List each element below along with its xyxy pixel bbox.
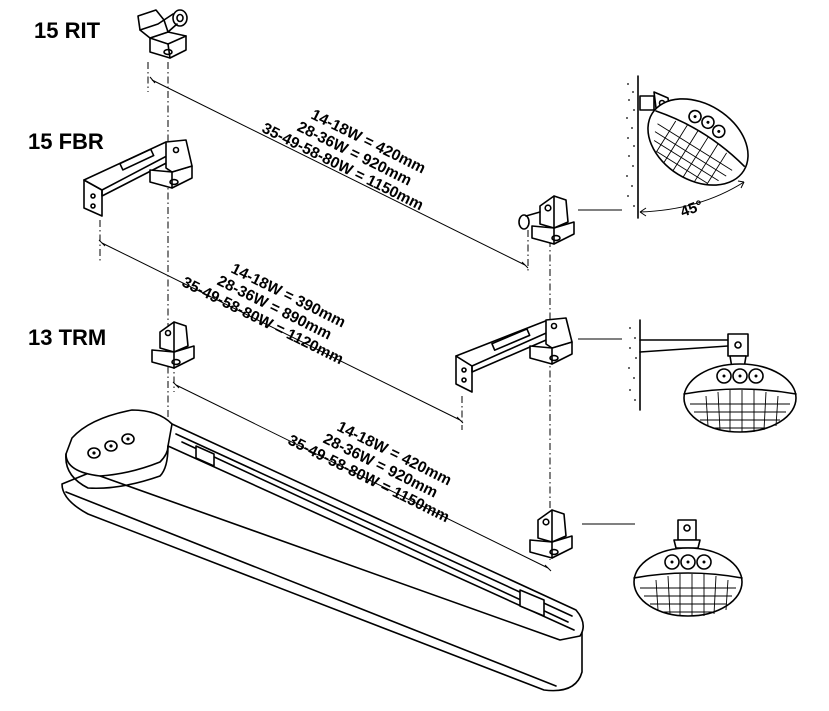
angle-label: 45° [678, 197, 705, 221]
wall-arm-bracket-right-icon [455, 317, 573, 393]
ceiling-bracket-right-icon [529, 509, 573, 559]
model-label-rit: 15 RIT [34, 18, 101, 43]
leader-lines [578, 209, 635, 525]
swivel-bracket-right-icon [518, 195, 575, 245]
dimension-lines [98, 76, 552, 572]
wall-hatch-middle-icon [626, 319, 641, 411]
dimension-text-middle: 14-18W = 390mm 28-36W = 890mm 35-49-58-8… [179, 260, 348, 368]
linear-luminaire-icon [61, 409, 584, 692]
wall-hatch-icon [624, 75, 639, 219]
dimension-text-top: 14-18W = 420mm 28-36W = 920mm 35-49-58-8… [259, 106, 428, 214]
model-label-trm: 13 TRM [28, 325, 106, 350]
swivel-bracket-icon [137, 9, 188, 59]
luminaire-end-view-arm-icon [639, 333, 797, 433]
luminaire-end-view-ceiling-icon [633, 519, 743, 617]
wall-arm-bracket-icon [83, 139, 193, 217]
luminaire-end-view-icon: 45° [639, 91, 749, 221]
model-label-fbr: 15 FBR [28, 129, 104, 154]
ceiling-bracket-icon [151, 321, 195, 369]
